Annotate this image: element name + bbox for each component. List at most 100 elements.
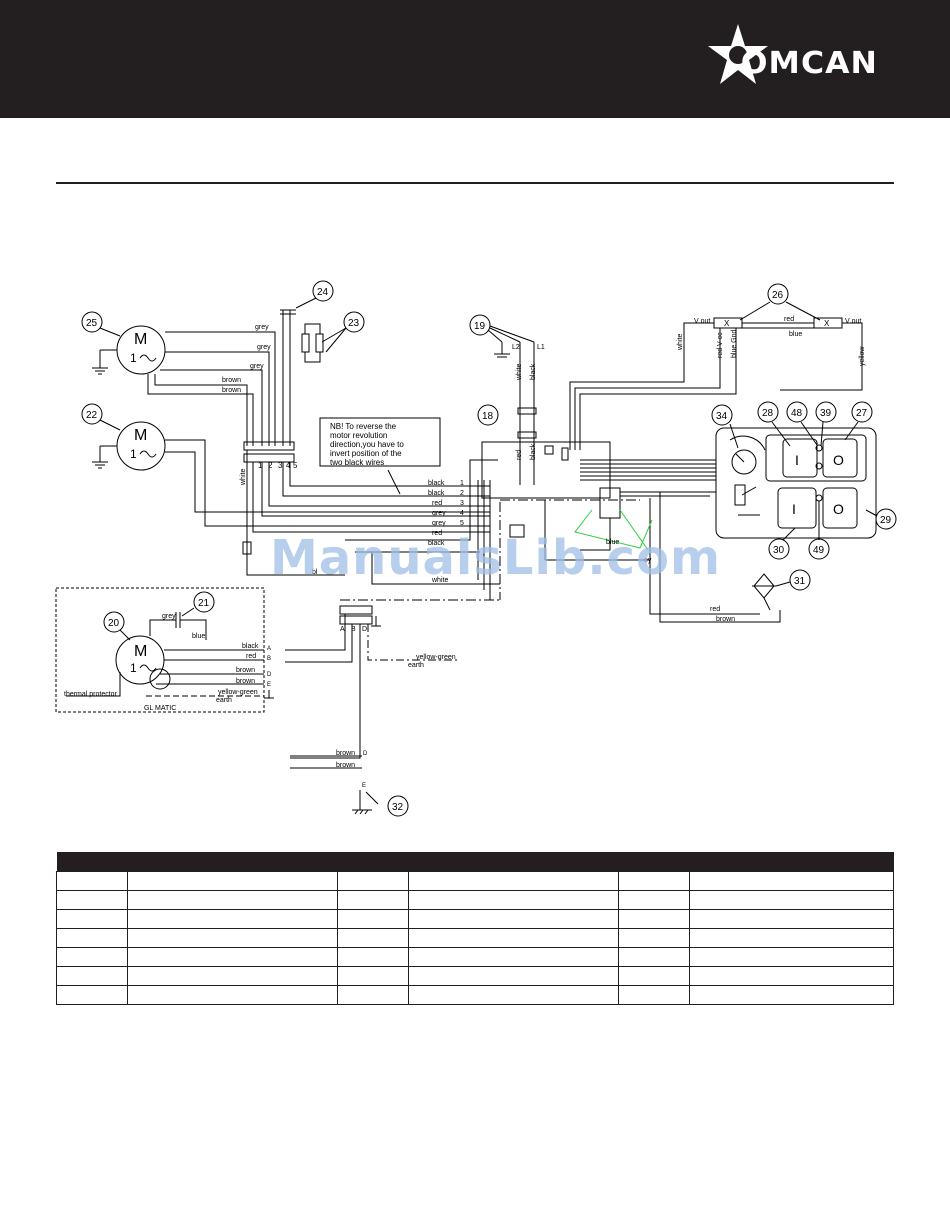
svg-text:1: 1 [130,661,137,675]
control-panel-callouts: 34 28 48 39 27 29 30 49 [711,401,897,560]
parts-table-header [56,852,894,872]
switch-off-label-bottom: O [833,501,844,517]
svg-text:white: white [516,364,523,381]
table-row [56,966,894,986]
svg-text:M: M [134,643,147,660]
wire-bundle-labels: black 1 black 2 red 3 grey 4 grey 5 red … [428,480,464,547]
svg-text:direction,you have to: direction,you have to [330,440,404,449]
svg-text:18: 18 [482,411,494,422]
svg-text:brown: brown [336,762,355,769]
svg-text:red: red [516,450,523,460]
svg-text:L1: L1 [537,344,545,351]
earth-switch-32: brown D brown E 32 [290,750,409,817]
table-row [56,871,894,891]
svg-text:28: 28 [762,408,774,419]
svg-text:grey: grey [162,613,176,620]
svg-text:3: 3 [460,500,464,507]
svg-text:A: A [267,646,271,652]
svg-text:E: E [267,682,271,688]
svg-text:brown: brown [336,750,355,757]
svg-text:E: E [362,783,366,789]
wiring-diagram: M 1 2 5 M 1 22 grey grey grey brown brown… [0,270,950,830]
svg-text:X: X [824,319,830,328]
page-header: OMCAN [0,0,950,118]
svg-text:blue: blue [192,633,205,640]
callout-22: 22 [81,403,121,431]
sensors-26: 26 X X V out V out red blue white red V … [569,283,866,450]
svg-text:red: red [710,606,720,613]
svg-text:23: 23 [348,318,360,329]
svg-text:34: 34 [716,411,728,422]
svg-text:white: white [240,469,247,486]
svg-text:blue: blue [606,539,619,546]
svg-text:5: 5 [460,520,464,527]
svg-text:V out: V out [694,318,710,325]
capacitor-24: 24 [280,280,334,446]
svg-text:22: 22 [86,410,98,421]
motor-25-m: M [134,331,147,348]
svg-text:49: 49 [813,545,825,556]
svg-text:grey: grey [255,324,269,331]
svg-text:26: 26 [772,290,784,301]
svg-text:GL MATIC: GL MATIC [144,705,176,712]
svg-text:A: A [340,626,345,633]
svg-text:27: 27 [856,408,868,419]
svg-text:39: 39 [820,408,832,419]
svg-text:X: X [724,319,730,328]
svg-text:brown: brown [222,387,241,394]
svg-text:NB! To reverse the: NB! To reverse the [330,422,397,431]
svg-text:D: D [267,672,272,678]
omcan-logo: OMCAN [708,22,898,92]
table-row [56,985,894,1005]
svg-text:B: B [267,656,271,662]
svg-text:30: 30 [773,545,785,556]
switch-off-label-top: O [833,452,844,468]
svg-text:D: D [363,751,368,757]
table-row [56,947,894,967]
note-box: NB! To reverse the motor revolution dire… [319,417,441,495]
pedal-switch-31: 31 [752,569,811,611]
svg-text:black: black [242,643,259,650]
svg-text:blue: blue [789,331,802,338]
svg-text:29: 29 [880,515,892,526]
svg-text:black: black [530,363,537,380]
svg-text:red: red [432,530,442,537]
svg-text:20: 20 [108,618,120,629]
svg-text:4: 4 [286,461,291,470]
svg-text:motor revolution: motor revolution [330,431,387,440]
svg-text:black: black [428,480,445,487]
svg-text:21: 21 [198,598,210,609]
svg-text:red: red [784,316,794,323]
svg-text:D: D [362,626,367,633]
svg-text:yellow-green: yellow-green [218,689,258,696]
motor-22: M 1 [92,421,166,471]
control-panel: I O I O [715,427,877,539]
svg-text:brown: brown [236,667,255,674]
motor-25: M 1 [92,325,166,375]
callout-19: 19 L2 L1 white black red black [469,314,545,485]
svg-text:32: 32 [392,802,404,813]
svg-text:white: white [677,334,684,351]
switch-on-label-bottom: I [792,501,796,517]
svg-text:4: 4 [460,510,464,517]
svg-text:invert position of the: invert position of the [330,449,402,458]
brand-name: OMCAN [740,46,878,81]
gl-matic-box: M 1 20 21 grey blue black red brown brow… [55,587,274,713]
svg-text:2: 2 [460,490,464,497]
svg-text:black: black [428,490,445,497]
svg-text:yellow: yellow [859,346,866,366]
svg-text:yellow-green: yellow-green [416,654,456,661]
svg-text:grey: grey [432,520,446,527]
watermark: ManualsLib.com [270,530,721,586]
svg-text:red: red [432,500,442,507]
svg-text:1: 1 [258,461,263,470]
svg-text:blue Gnd: blue Gnd [731,329,738,358]
connector-abd: A B D yellow-green earth [285,605,460,759]
svg-text:1: 1 [460,480,464,487]
svg-text:19: 19 [474,321,486,332]
svg-text:black: black [428,540,445,547]
svg-text:5: 5 [293,461,298,470]
svg-text:L2: L2 [512,344,520,351]
svg-text:brown: brown [716,616,735,623]
svg-text:earth: earth [408,662,424,669]
